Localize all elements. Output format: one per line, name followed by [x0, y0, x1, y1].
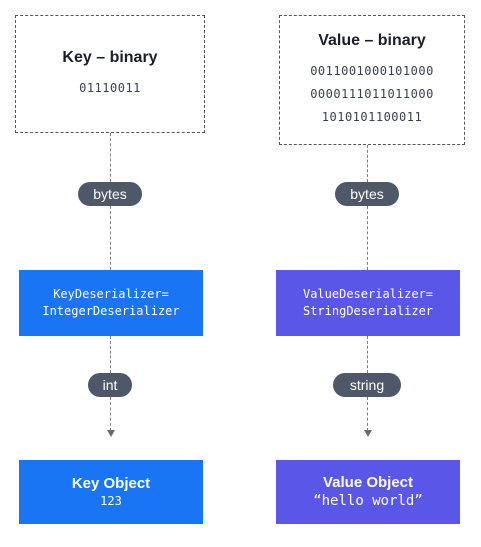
key-arrowhead	[106, 430, 115, 437]
key-deserializer-line-2: IntegerDeserializer	[42, 304, 180, 318]
value-string-pill: string	[333, 373, 401, 397]
key-object-value: 123	[100, 494, 122, 508]
key-connector-pill-to-object	[110, 397, 111, 431]
value-binary-title: Value – binary	[318, 31, 426, 49]
value-string-pill-label: string	[349, 377, 385, 393]
key-connector-binary-to-pill	[110, 133, 111, 182]
key-binary-box: Key – binary 01110011	[15, 15, 205, 133]
key-object-title: Key Object	[71, 475, 151, 492]
key-bytes-pill: bytes	[78, 182, 142, 206]
value-binary-line-3: 1010101100011	[321, 109, 423, 124]
key-connector-deserializer-to-pill	[110, 336, 111, 373]
value-bytes-pill: bytes	[335, 182, 399, 206]
value-binary-line-1: 0011001000101000	[310, 63, 434, 78]
value-object-box: Value Object “hello world”	[276, 460, 460, 524]
value-connector-pill-to-object	[367, 397, 368, 431]
value-binary-box: Value – binary 0011001000101000 00001110…	[279, 15, 465, 145]
key-int-pill-label: int	[102, 377, 118, 393]
value-deserializer-box: ValueDeserializer= StringDeserializer	[276, 270, 460, 336]
key-deserializer-box: KeyDeserializer= IntegerDeserializer	[19, 270, 203, 336]
key-deserializer-line-1: KeyDeserializer=	[53, 287, 169, 301]
value-object-title: Value Object	[322, 474, 414, 491]
value-connector-binary-to-pill	[367, 145, 368, 182]
value-binary-line-2: 0000111011011000	[310, 86, 434, 101]
key-connector-pill-to-deserializer	[110, 206, 111, 270]
value-connector-pill-to-deserializer	[367, 206, 368, 270]
key-object-box: Key Object 123	[19, 460, 203, 524]
key-int-pill: int	[88, 373, 132, 397]
value-deserializer-line-2: StringDeserializer	[302, 304, 434, 318]
key-binary-line: 01110011	[79, 80, 141, 95]
key-binary-title: Key – binary	[62, 48, 158, 66]
value-arrowhead	[363, 430, 372, 437]
key-bytes-pill-label: bytes	[93, 186, 127, 202]
value-deserializer-line-1: ValueDeserializer=	[302, 287, 434, 301]
value-object-value: “hello world”	[313, 493, 423, 509]
value-bytes-pill-label: bytes	[350, 186, 384, 202]
value-connector-deserializer-to-pill	[367, 336, 368, 373]
